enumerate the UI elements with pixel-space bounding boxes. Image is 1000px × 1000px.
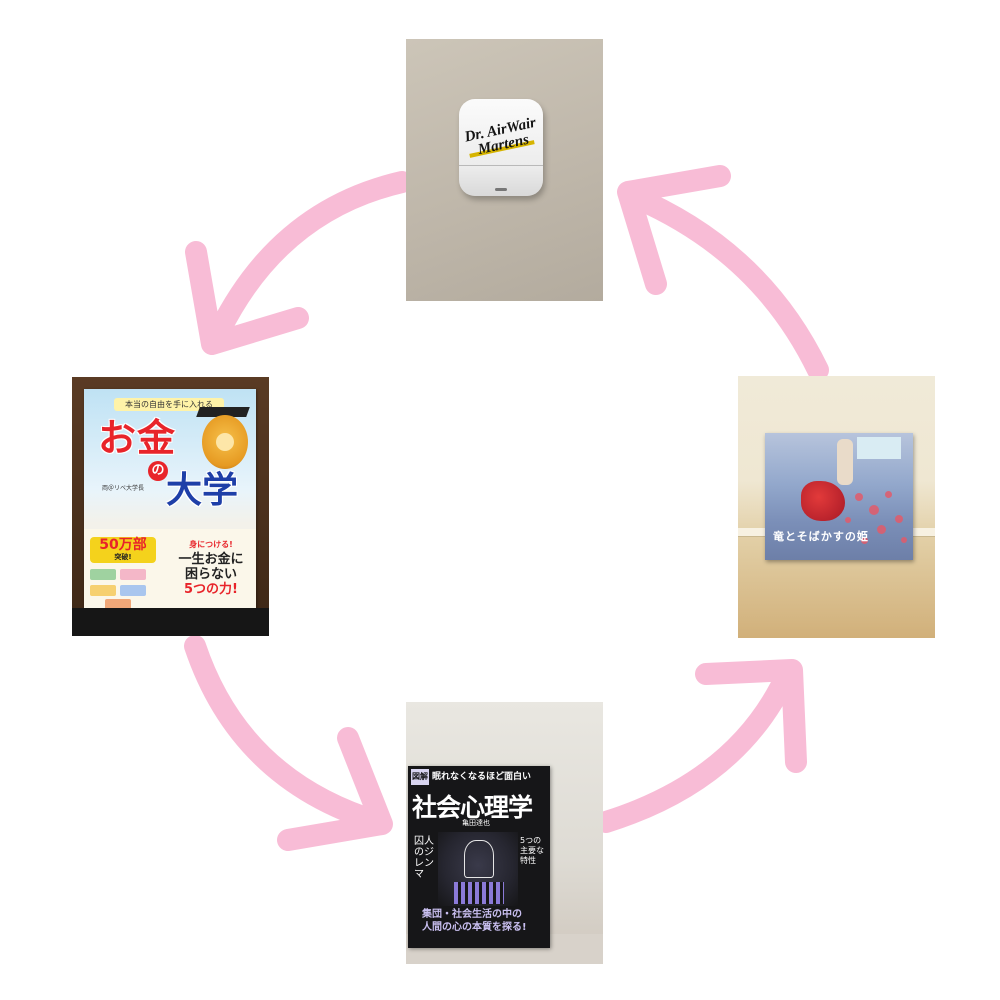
- pitch-line-2: 困らない: [184, 567, 237, 582]
- arrow-bottom-to-right: [595, 661, 799, 833]
- pitch-small: 身につける!: [189, 540, 233, 549]
- petal: [895, 515, 903, 523]
- arrow-right-to-top: [621, 185, 829, 381]
- sales-badge-number: 50万部: [99, 537, 147, 553]
- book-side-text-left: 囚人のジレンマ: [414, 836, 434, 880]
- cd-case: 竜とそばかすの姫: [765, 433, 913, 560]
- book-editor: 亀田達也: [462, 819, 490, 827]
- arrowhead-top-to-left: [185, 241, 309, 355]
- brand-logo: Dr. AirWair Martens: [463, 114, 538, 159]
- book-side-text-right: 5つの主要な特性: [520, 836, 544, 865]
- book-title-main: お金: [98, 416, 177, 460]
- book-subtitle: 眠れなくなるほど面白い: [432, 772, 532, 782]
- five-powers-chips: [90, 569, 160, 610]
- arrowhead-left-to-bottom: [277, 727, 393, 851]
- sales-badge-label: 突破!: [114, 553, 132, 561]
- petal: [845, 517, 851, 523]
- petal: [869, 505, 879, 515]
- book-tagline: 本当の自由を手に入れる: [114, 398, 224, 411]
- book-tagline: 集団・社会生活の中の 人間の心の本質を探る!: [422, 908, 546, 934]
- arrowhead-bottom-to-right: [695, 659, 807, 773]
- photo-psychology-book: 図解 眠れなくなるほど面白い 社会心理学 亀田達也 囚人のジレンマ 5つの主要な…: [406, 702, 603, 964]
- chip-green: [90, 569, 116, 580]
- book-label: 図解: [411, 769, 429, 785]
- book-stand: [72, 608, 269, 636]
- chip-yellow: [90, 585, 116, 596]
- photo-cd: 竜とそばかすの姫: [738, 376, 935, 638]
- pitch-line-3: 5つの力!: [184, 582, 238, 597]
- petal: [861, 537, 868, 544]
- arrowhead-right-to-top: [617, 165, 731, 295]
- tagline-line-1: 集団・社会生活の中の: [422, 909, 522, 920]
- photo-earbud-case: Dr. AirWair Martens: [406, 39, 603, 301]
- book-cover-money: 本当の自由を手に入れる お金 の 両＠リベ大学長 大学 50万部 突破! 身につ…: [84, 389, 256, 613]
- petal: [877, 525, 886, 534]
- chip-pink: [120, 569, 146, 580]
- petal: [885, 491, 892, 498]
- cd-title: 竜とそばかすの姫: [773, 530, 869, 543]
- photo-money-book: 本当の自由を手に入れる お金 の 両＠リベ大学長 大学 50万部 突破! 身につ…: [72, 377, 269, 636]
- pitch-line-1: 一生お金に: [178, 552, 244, 567]
- charging-port: [495, 188, 507, 191]
- case-lid-line: [459, 165, 543, 166]
- tagline-line-2: 人間の心の本質を探る!: [422, 922, 527, 933]
- cd-sticker: [857, 437, 901, 459]
- book-illustration: [438, 832, 518, 906]
- book-pitch: 身につける! 一生お金に 困らない 5つの力!: [168, 537, 254, 597]
- chip-blue: [120, 585, 146, 596]
- sales-badge: 50万部 突破!: [90, 537, 156, 563]
- character-figure: [837, 439, 853, 485]
- petal: [855, 493, 863, 501]
- chip-orange: [105, 599, 131, 610]
- petal: [901, 537, 907, 543]
- arrow-left-to-bottom: [184, 635, 389, 833]
- lion-mascot-icon: [202, 415, 248, 469]
- arrow-top-to-left: [209, 171, 413, 341]
- book-title-particle: の: [148, 461, 168, 481]
- book-cover-psychology: 図解 眠れなくなるほど面白い 社会心理学 亀田達也 囚人のジレンマ 5つの主要な…: [408, 766, 550, 948]
- earbud-case: Dr. AirWair Martens: [459, 99, 543, 196]
- book-title-sub: 大学: [166, 470, 239, 511]
- book-title: 社会心理学: [412, 793, 533, 822]
- character-red-dress: [801, 481, 845, 521]
- book-author: 両＠リベ大学長: [102, 485, 145, 492]
